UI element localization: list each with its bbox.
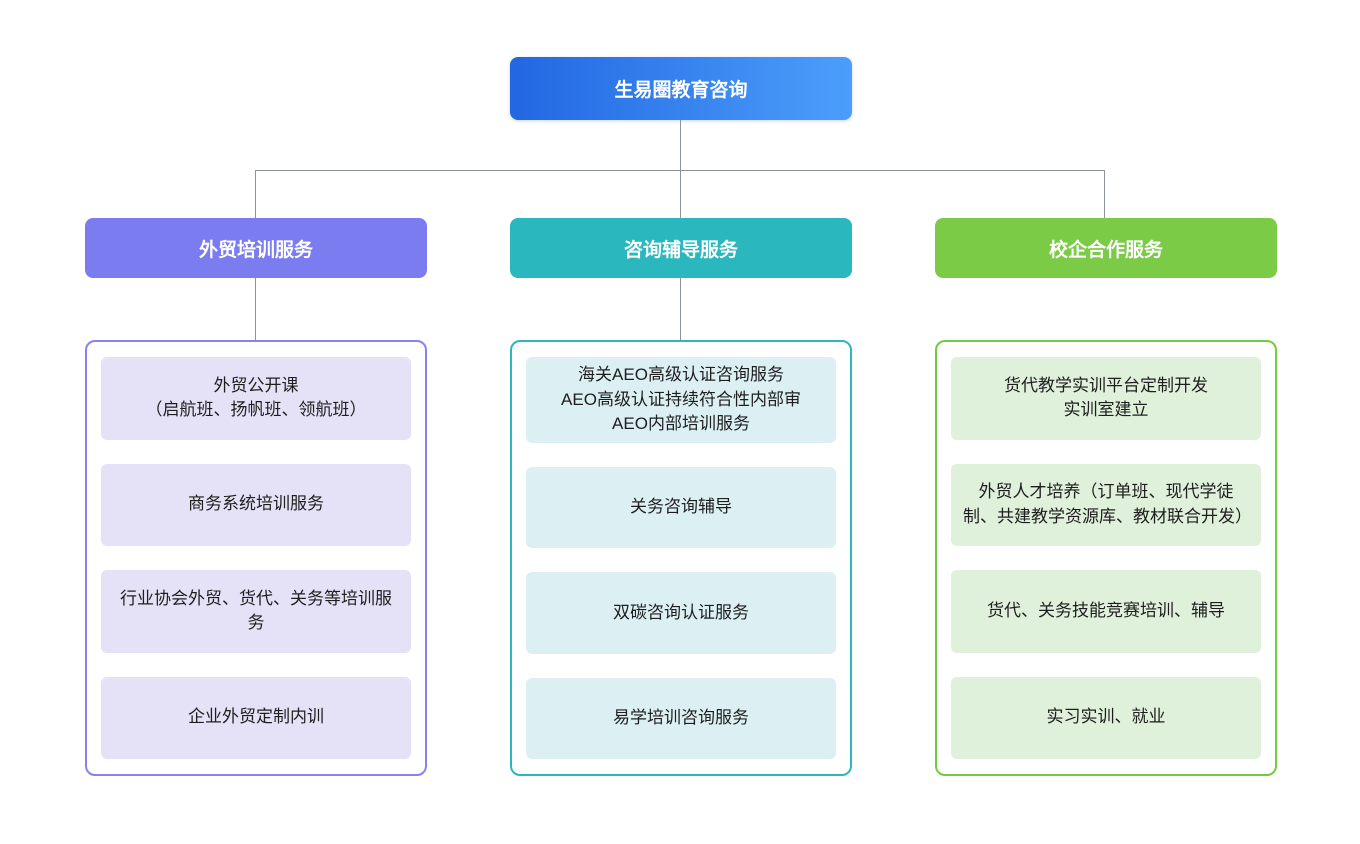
leaf-node: 行业协会外贸、货代、关务等培训服务 <box>101 570 411 653</box>
branch-container-foreign-trade-training: 外贸公开课 （启航班、扬帆班、领航班） 商务系统培训服务 行业协会外贸、货代、关… <box>85 340 427 776</box>
connector-drop-center <box>680 170 681 218</box>
leaf-node: 海关AEO高级认证咨询服务 AEO高级认证持续符合性内部审 AEO内部培训服务 <box>526 357 836 443</box>
leaf-node: 企业外贸定制内训 <box>101 676 411 759</box>
leaf-node: 实习实训、就业 <box>951 676 1261 759</box>
leaf-node: 商务系统培训服务 <box>101 463 411 546</box>
connector-sub-center <box>680 278 681 340</box>
branch-header-foreign-trade-training: 外贸培训服务 <box>85 218 427 278</box>
branch-header-school-enterprise-cooperation: 校企合作服务 <box>935 218 1277 278</box>
connector-drop-right <box>1104 170 1105 218</box>
leaf-node: 货代、关务技能竞赛培训、辅导 <box>951 570 1261 653</box>
root-node: 生易圈教育咨询 <box>510 57 852 120</box>
leaf-node: 关务咨询辅导 <box>526 466 836 549</box>
branch-container-school-enterprise-cooperation: 货代教学实训平台定制开发 实训室建立 外贸人才培养（订单班、现代学徒制、共建教学… <box>935 340 1277 776</box>
branch-header-consulting-coaching: 咨询辅导服务 <box>510 218 852 278</box>
leaf-node: 易学培训咨询服务 <box>526 677 836 759</box>
leaf-node: 外贸公开课 （启航班、扬帆班、领航班） <box>101 357 411 440</box>
connector-root-down <box>680 120 681 170</box>
connector-sub-left <box>255 278 256 340</box>
leaf-node: 双碳咨询认证服务 <box>526 572 836 654</box>
connector-drop-left <box>255 170 256 218</box>
branch-container-consulting-coaching: 海关AEO高级认证咨询服务 AEO高级认证持续符合性内部审 AEO内部培训服务 … <box>510 340 852 776</box>
leaf-node: 外贸人才培养（订单班、现代学徒制、共建教学资源库、教材联合开发） <box>951 463 1261 546</box>
leaf-node: 货代教学实训平台定制开发 实训室建立 <box>951 357 1261 440</box>
